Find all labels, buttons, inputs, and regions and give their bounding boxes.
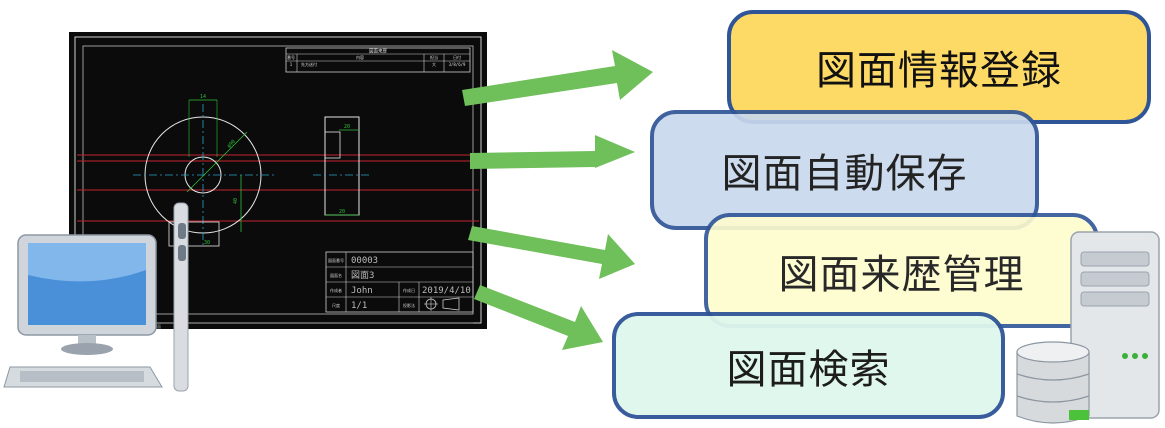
label-drawing-no: 図面番号 (328, 257, 344, 263)
label-scale: 尺度 (332, 302, 340, 308)
drawing-no-value: 00003 (351, 256, 378, 266)
col-content: 内容 (356, 54, 364, 60)
arrows (462, 50, 653, 350)
dim-20-top: 20 (344, 124, 350, 130)
row1-date: 3/8/6/9 (449, 62, 466, 67)
database-icon (1016, 341, 1090, 424)
side-view-notch (324, 131, 341, 159)
created-value: 2019/4/10 (422, 286, 471, 296)
arrow-to-autosave (470, 135, 635, 169)
box-drawing-search: 図面検索 (612, 312, 1005, 419)
col-no: 番号 (287, 54, 295, 60)
box-drawing-registration-label: 図面情報登録 (816, 48, 1062, 94)
box-drawing-history-label: 図面来歴管理 (778, 251, 1025, 298)
drawing-inner-frame (82, 45, 474, 315)
arrow-to-search (474, 285, 603, 350)
box-drawing-search-label: 図面検索 (726, 346, 891, 393)
box-drawing-autosave-label: 図面自動保存 (721, 151, 968, 197)
label-created: 作成日 (403, 287, 415, 293)
row1-content: 先方送付 (301, 61, 317, 67)
history-table (285, 47, 471, 73)
row1-person: 大 (432, 61, 436, 67)
col-date: 日付 (453, 54, 461, 60)
row1-no: 1 (290, 62, 293, 67)
dim-40: 40 (233, 198, 239, 204)
author-value: John (351, 286, 373, 296)
label-drawing-name: 図面名 (330, 272, 342, 278)
label-projection: 投影法 (403, 302, 415, 308)
desktop-computer-icon (3, 202, 189, 392)
arrow-to-history (468, 226, 635, 279)
scale-value: 1/1 (351, 301, 367, 311)
footer-label: 図面 (153, 324, 161, 329)
projection-cone-icon (442, 297, 460, 311)
server-icon (1070, 231, 1160, 419)
label-author: 作成者 (330, 287, 342, 293)
arrow-to-register (462, 50, 653, 106)
box-drawing-registration: 図面情報登録 (727, 10, 1151, 124)
drawing-name-value: 図面3 (351, 270, 374, 281)
col-person: 担当 (430, 54, 438, 60)
history-table-title: 図面来歴 (369, 49, 387, 55)
dim-diameter: φ90 (226, 139, 237, 150)
cad-drawing: 図面来歴 番号 内容 担当 日付 1 先方送付 大 3/8/6/9 14 φ90… (74, 36, 482, 329)
dim-30: 30 (204, 240, 210, 246)
box-drawing-history: 図面来歴管理 (704, 213, 1099, 328)
keyway (168, 221, 220, 247)
box-drawing-autosave: 図面自動保存 (650, 110, 1039, 230)
dim-14: 14 (200, 94, 206, 100)
dim-20-bottom: 20 (339, 209, 345, 215)
